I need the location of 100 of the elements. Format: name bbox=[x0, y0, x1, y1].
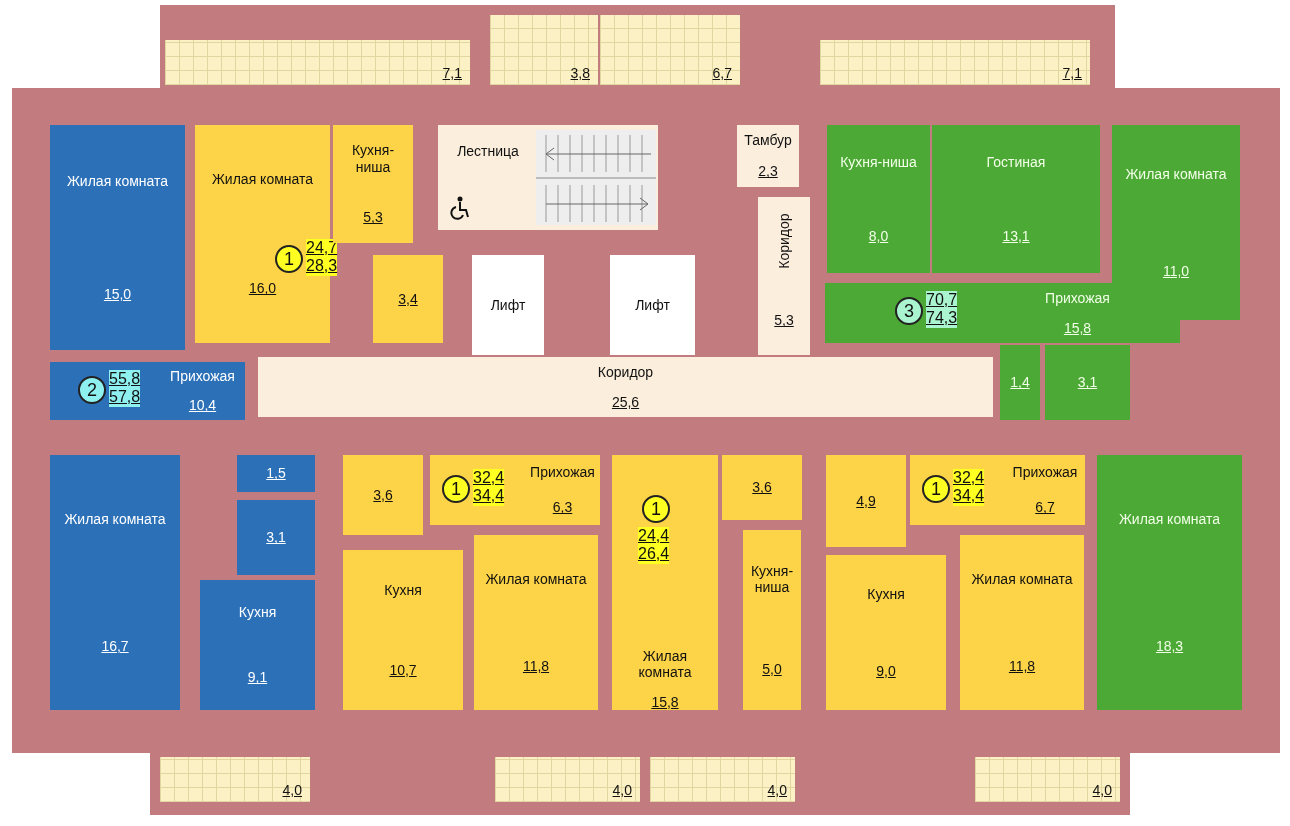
room-area: 15,8 bbox=[1063, 319, 1092, 337]
room bbox=[472, 255, 544, 355]
room-name: Жилая комната bbox=[1125, 165, 1227, 182]
room-name: Жилая комната bbox=[64, 510, 166, 527]
room bbox=[826, 455, 906, 547]
apartment-area: 24,7 bbox=[306, 239, 338, 258]
room-area: 4,0 bbox=[1092, 781, 1112, 798]
balcony bbox=[165, 40, 470, 85]
apartment-number-circle: 3 bbox=[895, 297, 923, 325]
room bbox=[610, 255, 695, 355]
apartment-area: 70,7 bbox=[926, 291, 958, 310]
room bbox=[722, 455, 802, 520]
room bbox=[1000, 345, 1040, 420]
room-area: 3,6 bbox=[752, 479, 772, 496]
room-area: 8,0 bbox=[868, 227, 889, 245]
apartment-area: 34,4 bbox=[473, 487, 505, 506]
apartment-number-circle: 1 bbox=[642, 495, 670, 523]
balcony bbox=[820, 40, 1090, 85]
room-area: 2,3 bbox=[758, 163, 778, 180]
room-area: 18,3 bbox=[1155, 638, 1184, 655]
apartment-number-circle: 2 bbox=[78, 376, 106, 404]
room-name: Лестница bbox=[457, 143, 519, 160]
room-name: Жилая комната bbox=[971, 570, 1073, 587]
room-name: Кухня bbox=[238, 604, 277, 621]
apartment-number-circle: 1 bbox=[275, 245, 303, 273]
room-area: 11,8 bbox=[1008, 658, 1036, 675]
room bbox=[237, 500, 315, 575]
room-area: 4,0 bbox=[282, 781, 302, 798]
room-name: Кухня-ниша bbox=[350, 142, 396, 175]
room-name: Гостиная bbox=[986, 153, 1046, 171]
room-area: 6,3 bbox=[552, 499, 573, 516]
room bbox=[758, 197, 810, 355]
apartment-area: 26,4 bbox=[638, 545, 670, 564]
room-area: 15,0 bbox=[103, 285, 132, 302]
room-name: Кухня bbox=[384, 581, 422, 599]
room-area: 3,8 bbox=[570, 64, 590, 81]
balcony bbox=[975, 757, 1120, 802]
room-area: 3,1 bbox=[1077, 374, 1098, 391]
room-name: Прихожая bbox=[1012, 464, 1078, 481]
room-area: 5,3 bbox=[363, 209, 383, 226]
room-area: 9,1 bbox=[247, 669, 268, 686]
room-name: Лифт bbox=[490, 296, 526, 314]
room bbox=[50, 362, 245, 420]
apartment-area: 24,4 bbox=[638, 527, 670, 546]
apartment-area: 57,8 bbox=[109, 388, 141, 407]
room bbox=[737, 125, 799, 187]
room-name: Кухня-ниша bbox=[840, 153, 917, 171]
room-area: 6,7 bbox=[712, 64, 732, 81]
room bbox=[333, 125, 413, 243]
room bbox=[258, 357, 993, 417]
balcony bbox=[160, 757, 310, 802]
room-area: 3,4 bbox=[398, 290, 418, 308]
room-area: 4,0 bbox=[612, 781, 632, 798]
room-name: Коридор bbox=[597, 363, 654, 381]
room-name: Жилая комната bbox=[211, 171, 314, 188]
room-area: 3,1 bbox=[266, 529, 286, 546]
room bbox=[430, 455, 600, 525]
room-area: 5,0 bbox=[762, 660, 782, 678]
room-area: 4,0 bbox=[767, 781, 787, 798]
room-area: 3,6 bbox=[373, 486, 393, 504]
room-area: 6,7 bbox=[1035, 499, 1055, 516]
room-name: Жилая комната bbox=[1118, 510, 1221, 527]
room-area: 13,1 bbox=[1002, 227, 1030, 245]
room bbox=[910, 455, 1085, 525]
room bbox=[50, 455, 180, 710]
room-area: 11,8 bbox=[522, 658, 550, 675]
room-area: 11,0 bbox=[1162, 263, 1190, 280]
room-area: 1,4 bbox=[1010, 374, 1030, 391]
apartment-number-circle: 1 bbox=[442, 475, 470, 503]
room-name: Коридор bbox=[775, 213, 793, 270]
room bbox=[932, 125, 1100, 273]
room bbox=[960, 535, 1084, 710]
room bbox=[373, 255, 443, 343]
room bbox=[1112, 125, 1240, 320]
apartment-area: 28,3 bbox=[306, 257, 338, 276]
room bbox=[1097, 455, 1242, 710]
room-name: Лифт bbox=[635, 296, 670, 314]
room-area: 9,0 bbox=[876, 663, 896, 680]
room-area: 25,6 bbox=[611, 393, 640, 411]
balcony bbox=[495, 757, 640, 802]
room bbox=[474, 535, 598, 710]
room-area: 15,8 bbox=[651, 693, 679, 710]
apartment-number-circle: 1 bbox=[922, 475, 950, 503]
room bbox=[200, 580, 315, 710]
apartment-area: 34,4 bbox=[953, 487, 985, 506]
room bbox=[343, 550, 463, 710]
balcony bbox=[600, 15, 740, 85]
room-name: Жилая комната bbox=[485, 570, 587, 587]
room bbox=[743, 530, 801, 710]
room-name: Жилая комната bbox=[66, 173, 169, 190]
apartment-area: 74,3 bbox=[926, 309, 958, 328]
room bbox=[825, 283, 1180, 343]
room-name: Тамбур bbox=[744, 132, 792, 149]
room-name: Жилая комната bbox=[637, 647, 693, 680]
apartment-area: 55,8 bbox=[109, 370, 141, 389]
room-name: Прихожая bbox=[530, 464, 595, 481]
room-name: Кухня-ниша bbox=[749, 562, 795, 596]
apartment-area: 32,4 bbox=[473, 469, 505, 488]
room bbox=[827, 125, 930, 273]
balcony bbox=[490, 15, 598, 85]
